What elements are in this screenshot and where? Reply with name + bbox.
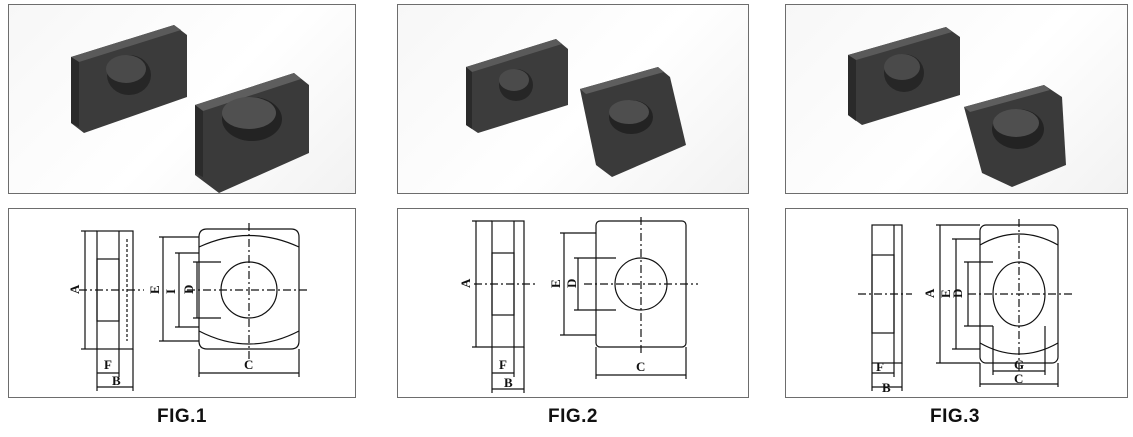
fig1-photo (8, 4, 356, 194)
dim-label-F: F (876, 359, 884, 374)
fig2-photo (397, 4, 749, 194)
fig1-core-photo (71, 25, 309, 193)
dim-label-C: C (1014, 371, 1023, 386)
fig2-drawing: A F B E D C (397, 208, 749, 398)
dim-label-F: F (499, 357, 507, 372)
fig3-core-photo (848, 27, 1066, 187)
dim-label-C: C (636, 359, 645, 374)
fig2-core-photo (466, 39, 686, 177)
dim-label-E: E (938, 289, 953, 298)
dim-label-F: F (104, 357, 112, 372)
fig3-drawing: F B A E D G C (785, 208, 1128, 398)
dim-label-D: D (950, 289, 965, 298)
fig1-dimension-drawing (79, 223, 309, 391)
dim-label-A: A (458, 278, 473, 288)
fig3-caption: FIG.3 (929, 406, 980, 427)
fig3-dimension-drawing (858, 219, 1072, 391)
dim-label-E: E (548, 279, 563, 288)
dim-label-D: D (181, 285, 196, 294)
fig1-drawing: A F B E I D C (8, 208, 356, 398)
dim-label-A: A (67, 284, 82, 294)
fig2-caption: FIG.2 (547, 406, 598, 427)
dim-label-A: A (922, 288, 937, 298)
dim-label-E: E (147, 285, 162, 294)
dim-label-B: B (504, 375, 513, 390)
fig1-caption: FIG.1 (156, 406, 207, 427)
dim-label-B: B (882, 380, 891, 395)
fig3-photo (785, 4, 1128, 194)
dim-label-I: I (163, 289, 178, 294)
fig1-dimension-labels: A F B E I D C (67, 284, 253, 388)
fig3-dimension-labels: F B A E D G C (876, 288, 1024, 395)
fig2-dimension-labels: A F B E D C (458, 278, 645, 390)
fig2-dimension-drawing (472, 217, 698, 393)
dim-label-G: G (1014, 357, 1024, 372)
dim-label-C: C (244, 357, 253, 372)
dim-label-B: B (112, 373, 121, 388)
dim-label-D: D (564, 279, 579, 288)
